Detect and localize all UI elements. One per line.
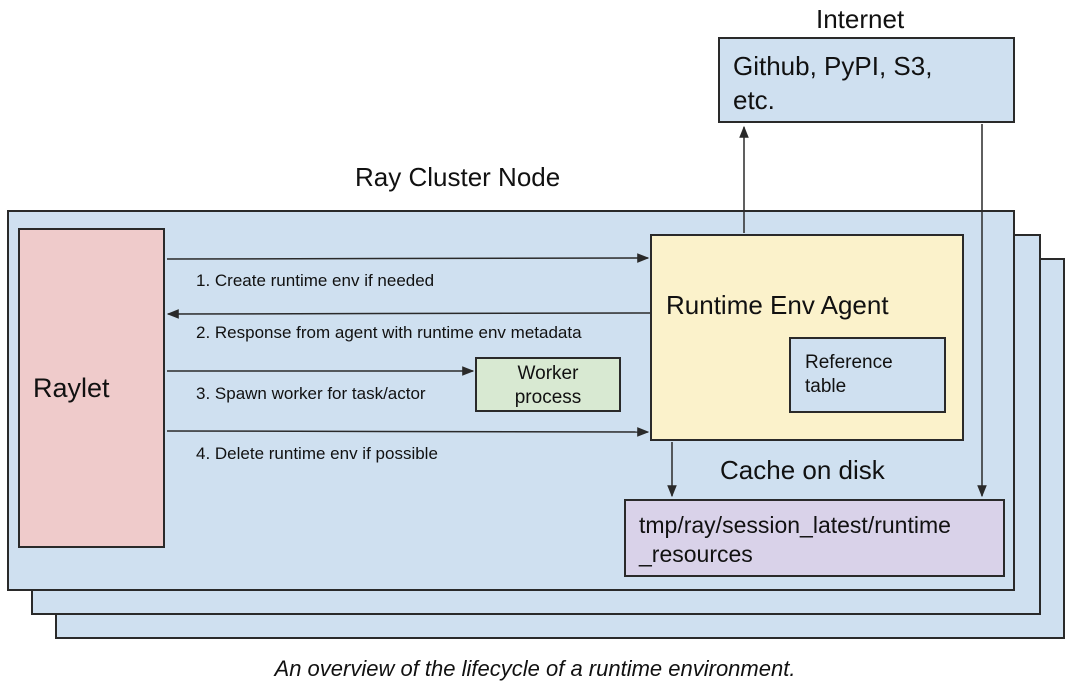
cache-title: Cache on disk bbox=[720, 455, 885, 485]
internet-title: Internet bbox=[816, 4, 905, 34]
raylet-label: Raylet bbox=[33, 373, 110, 403]
runtime-env-agent-box: Runtime Env Agent Reference table bbox=[650, 234, 964, 441]
cache-directory-box: tmp/ray/session_latest/runtime _resource… bbox=[624, 499, 1005, 577]
internet-sources-box: Github, PyPI, S3, etc. bbox=[718, 37, 1015, 123]
worker-process-line-2: process bbox=[514, 387, 582, 408]
node-title: Ray Cluster Node bbox=[355, 162, 561, 192]
step-3-label: 3. Spawn worker for task/actor bbox=[196, 384, 426, 403]
cache-path-line-2: _resources bbox=[639, 541, 753, 567]
reference-table-line-1: Reference bbox=[805, 352, 893, 373]
step-2-label: 2. Response from agent with runtime env … bbox=[196, 323, 582, 342]
arrow-response-from-agent bbox=[166, 309, 651, 319]
arrow-delete-runtime-env bbox=[166, 427, 650, 437]
arrow-create-runtime-env bbox=[166, 253, 650, 263]
cache-path-line-1: tmp/ray/session_latest/runtime bbox=[639, 512, 951, 538]
reference-table-line-2: table bbox=[805, 376, 847, 397]
step-4-label: 4. Delete runtime env if possible bbox=[196, 444, 438, 463]
reference-table-box: Reference table bbox=[789, 337, 946, 413]
worker-process-box: Worker process bbox=[475, 357, 621, 412]
step-1-label: 1. Create runtime env if needed bbox=[196, 271, 435, 290]
internet-sources-line-2: etc. bbox=[733, 85, 775, 115]
internet-sources-line-1: Github, PyPI, S3, bbox=[733, 51, 933, 81]
raylet-box: Raylet bbox=[18, 228, 165, 548]
runtime-env-agent-label: Runtime Env Agent bbox=[666, 290, 889, 320]
worker-process-line-1: Worker bbox=[517, 363, 579, 384]
figure-caption: An overview of the lifecycle of a runtim… bbox=[274, 656, 796, 681]
